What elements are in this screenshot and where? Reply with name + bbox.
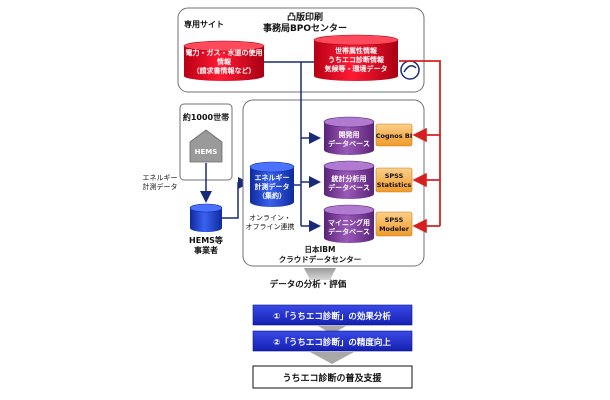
household-attribute-database: 世帯属性情報 うちエコ診断情報 気候等・環境データ — [313, 34, 399, 81]
final-promotion-label: うちエコ診断の普及支援 — [282, 372, 382, 384]
spss-statistics-line1: SPSS — [385, 172, 404, 180]
energy-aggregate-database: エネルギー 計測データ （集約） — [249, 161, 295, 207]
ibm-center-line2: クラウドデータセンター — [279, 254, 362, 264]
spss-statistics-box: SPSS Statistics — [375, 167, 413, 193]
online-offline-line1: オンライン・ — [249, 214, 291, 222]
bpo-title-line1: 凸版印刷 — [287, 11, 323, 23]
dev-db-line1: 開発用 — [339, 130, 360, 139]
energy-db-line1: エネルギー — [255, 173, 290, 182]
result-accuracy-improvement-label: ②「うちエコ診断」の精度向上 — [273, 337, 391, 348]
red-feedback-trunk — [399, 60, 441, 226]
house-icon — [189, 129, 223, 163]
house-hems-label: HEMS — [195, 148, 218, 156]
privacy-mark-icon — [400, 60, 420, 80]
development-database: 開発用 データベース — [323, 116, 375, 155]
usage-info-line3: （請求書情報など） — [193, 66, 256, 75]
mining-db-line2: データベース — [328, 227, 370, 236]
energy-measure-label-line1: エネルギー — [143, 174, 178, 182]
mining-database: マイニング用 データベース — [323, 204, 375, 243]
result-connector-1 — [318, 326, 346, 334]
dev-db-line2: データベース — [328, 139, 370, 148]
cognos-bi-label: Cognos BI — [376, 132, 413, 140]
household-attr-line3: 気候等・環境データ — [325, 64, 388, 73]
energy-measure-label-line2: 計測データ — [143, 182, 178, 191]
spss-statistics-line2: Statistics — [377, 181, 412, 189]
final-promotion-box: うちエコ診断の普及支援 — [252, 365, 413, 389]
analysis-funnel — [304, 268, 336, 280]
usage-info-database: 電力・ガス・水道の使用 情報 （請求書情報など） — [183, 40, 265, 81]
energy-db-line2: 計測データ — [255, 182, 290, 191]
mining-db-line1: マイニング用 — [328, 218, 370, 227]
online-offline-line2: オフライン連携 — [246, 222, 295, 231]
spss-modeler-line2: Modeler — [379, 225, 410, 233]
household-attr-line2: うちエコ診断情報 — [328, 55, 385, 64]
household-attr-line1: 世帯属性情報 — [335, 46, 378, 55]
ibm-center-line1: 日本IBM — [305, 244, 336, 254]
stats-db-line2: データベース — [328, 183, 370, 192]
dedicated-site-label: 専用サイト — [184, 19, 224, 29]
analysis-label: データの分析・評価 — [270, 279, 347, 290]
statistics-database: 統計分析用 データベース — [323, 160, 375, 199]
hems-provider-line2: 事業者 — [194, 245, 218, 255]
result-accuracy-improvement: ②「うちエコ診断」の精度向上 — [252, 330, 413, 352]
cognos-bi-box: Cognos BI — [375, 123, 413, 147]
households-label: 約1000世帯 — [183, 112, 229, 122]
result-effect-analysis: ①「うちエコ診断」の効果分析 — [252, 304, 413, 326]
result-connector-2 — [310, 352, 354, 364]
spss-modeler-line1: SPSS — [385, 216, 404, 224]
result-effect-analysis-label: ①「うちエコ診断」の効果分析 — [273, 311, 391, 322]
energy-db-line3: （集約） — [258, 191, 286, 200]
usage-info-line2: 情報 — [217, 57, 232, 66]
hems-provider-line1: HEMS等 — [189, 235, 223, 245]
usage-info-line1: 電力・ガス・水道の使用 — [186, 48, 263, 57]
spss-modeler-box: SPSS Modeler — [375, 211, 413, 237]
stats-db-line1: 統計分析用 — [332, 174, 367, 183]
hems-provider-database — [189, 203, 223, 232]
bpo-title-line2: 事務局BPOセンター — [263, 22, 347, 34]
